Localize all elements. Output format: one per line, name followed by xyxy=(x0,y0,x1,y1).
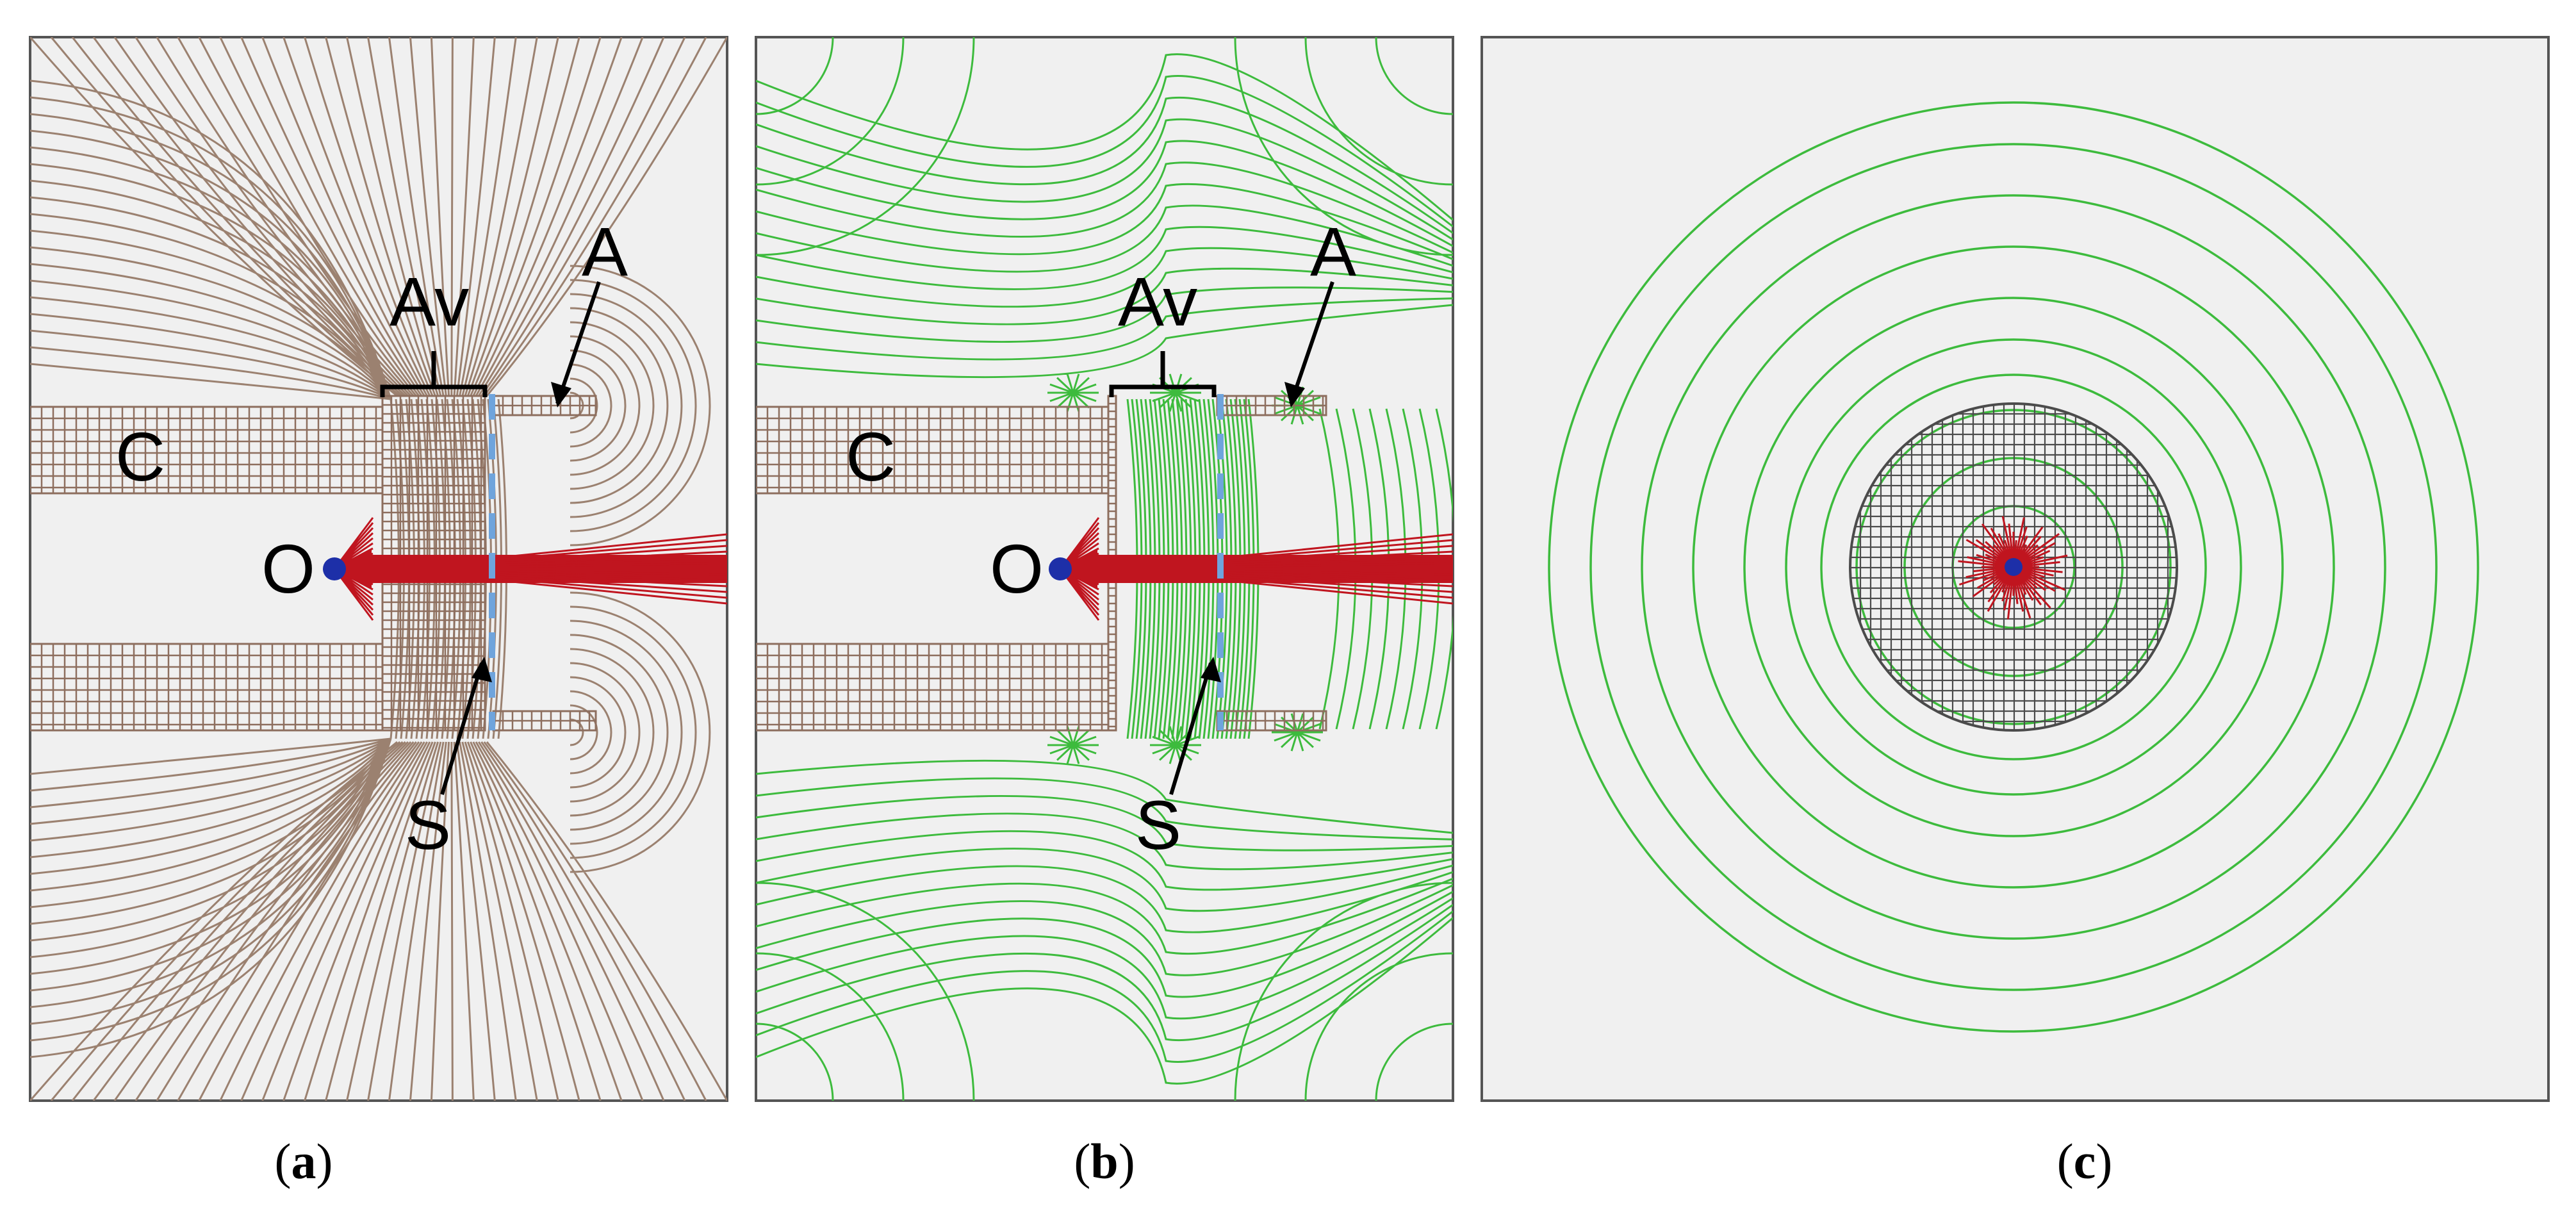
panel-a-av-bracket xyxy=(380,351,488,397)
panel-c-ring-5 xyxy=(1743,297,2284,837)
panel-a: Av A C O S xyxy=(29,36,728,1102)
panel-a-electrode-a-lower-grid xyxy=(493,711,596,730)
panel-b-source xyxy=(1049,557,1072,580)
panel-b-arrow-a-head xyxy=(1284,382,1305,407)
panel-a-beam-spread xyxy=(499,533,727,605)
panel-c-ring-6 xyxy=(1692,245,2335,889)
panel-a-source xyxy=(323,557,346,580)
panel-b-beam-spread xyxy=(1225,533,1453,605)
panel-b-label-av: Av xyxy=(1118,263,1197,340)
panel-a-label-av: Av xyxy=(390,263,469,340)
panel-c-ring-4 xyxy=(1785,338,2242,796)
panel-a-arrow-s-head xyxy=(472,657,492,682)
panel-a-arrow-a xyxy=(555,281,601,404)
panel-c-ring-3 xyxy=(1820,374,2207,760)
panel-a-arrow-a-head xyxy=(551,382,571,407)
panel-b-electrode-c-lower-grid xyxy=(756,644,1108,730)
panel-a-beam xyxy=(333,517,727,621)
panel-c-field-rings xyxy=(1548,101,2479,1033)
panel-c-ring-7 xyxy=(1641,194,2386,940)
panel-b-beam xyxy=(1059,517,1453,621)
panel-b-electrode-c-upper-grid xyxy=(756,407,1108,493)
panel-b-arrow-a xyxy=(1289,281,1334,404)
panel-a-caption: (a) xyxy=(274,1133,333,1189)
panel-c-beam-burst xyxy=(1958,516,2068,620)
panel-a-electrode-c-upper-grid xyxy=(30,407,382,493)
panel-b-beam-cone-fill xyxy=(1060,548,1097,589)
panel-b-label-a: A xyxy=(1310,213,1356,290)
panel-c-source xyxy=(2005,558,2022,576)
panel-c-ring-8 xyxy=(1589,143,2438,991)
panel-a-label-a: A xyxy=(582,213,628,290)
panel-c xyxy=(1481,36,2550,1102)
panel-c-caption: (c) xyxy=(2056,1133,2113,1189)
panel-a-label-o: O xyxy=(261,530,315,607)
panel-b-label-c: C xyxy=(846,418,896,495)
panel-b-arrow-s-head xyxy=(1201,657,1221,682)
panel-b-caption: (b) xyxy=(1074,1133,1135,1189)
panel-a-electrode-a-upper-grid xyxy=(493,396,596,415)
panel-a-arrow-s xyxy=(440,662,484,795)
panel-b-label-o: O xyxy=(990,530,1044,607)
panel-c-ring-9 xyxy=(1548,101,2479,1033)
panel-b-label-s: S xyxy=(1135,786,1181,864)
panel-b: Av A C O S xyxy=(755,36,1454,1102)
panel-c-mesh-outline xyxy=(1849,402,2178,732)
panel-b-av-bracket xyxy=(1109,351,1217,397)
panel-a-label-c: C xyxy=(115,418,165,495)
panel-a-electrode-c-lower-grid xyxy=(30,644,382,730)
panel-a-label-s: S xyxy=(405,786,451,864)
panel-b-electrode-a-upper-grid xyxy=(1217,396,1326,415)
panel-b-arrow-s xyxy=(1169,662,1213,795)
panel-a-beam-cone-fill xyxy=(334,548,372,589)
panel-b-electrode-a-lower-grid xyxy=(1217,711,1326,730)
panel-c-burst-lines xyxy=(1958,516,2068,620)
